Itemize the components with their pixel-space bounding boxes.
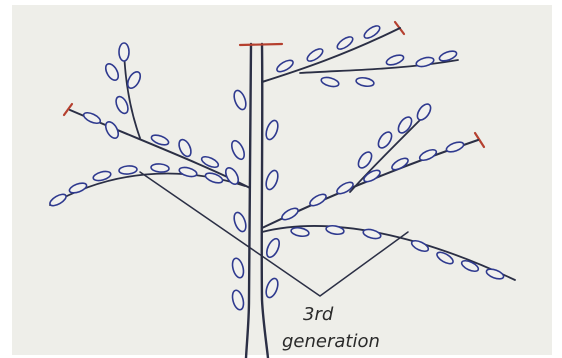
leaf — [68, 181, 88, 195]
leaf — [82, 111, 102, 126]
leaf — [178, 166, 197, 178]
branch-upper-right — [262, 28, 400, 82]
leaf — [362, 168, 382, 184]
leaf — [396, 115, 415, 135]
leaf — [356, 150, 375, 170]
leaf — [390, 156, 410, 172]
leaf — [385, 53, 405, 67]
leaf — [445, 140, 465, 154]
annotation-3rd: 3rd — [303, 304, 334, 325]
leaf — [280, 206, 300, 222]
leaf — [231, 257, 246, 279]
leaf — [48, 192, 68, 208]
leaf — [418, 148, 438, 163]
leaf — [264, 237, 282, 259]
leaf — [103, 120, 121, 141]
leaf — [119, 165, 138, 175]
leaf — [264, 277, 280, 299]
leaf — [325, 224, 344, 235]
leaf — [415, 56, 434, 68]
leaf — [355, 76, 374, 87]
leaf — [232, 211, 248, 233]
leaf — [362, 228, 381, 240]
leaf — [290, 226, 309, 237]
leaf — [103, 62, 121, 83]
branch-upper-left-vertical — [124, 50, 140, 138]
leaf — [125, 70, 143, 91]
leaf — [264, 169, 280, 191]
branch-right-upper-twig — [350, 110, 430, 192]
leaf — [308, 192, 328, 208]
leaf — [223, 166, 241, 187]
leaf — [335, 180, 355, 196]
leaf — [119, 43, 129, 61]
leaf — [485, 267, 505, 281]
main-stem — [246, 44, 268, 358]
leaf — [229, 139, 247, 161]
leaf — [435, 250, 455, 266]
leaf — [151, 163, 170, 173]
leaves — [48, 24, 505, 311]
cut-mark-main — [240, 44, 282, 45]
leaf — [410, 239, 430, 254]
leaf — [232, 89, 248, 111]
leaf — [376, 130, 395, 150]
annotation-generation: generation — [282, 331, 380, 352]
leaf — [231, 289, 246, 311]
leaf — [264, 119, 280, 141]
leaf — [114, 95, 131, 116]
leaf — [320, 76, 339, 88]
leaf — [415, 102, 434, 122]
